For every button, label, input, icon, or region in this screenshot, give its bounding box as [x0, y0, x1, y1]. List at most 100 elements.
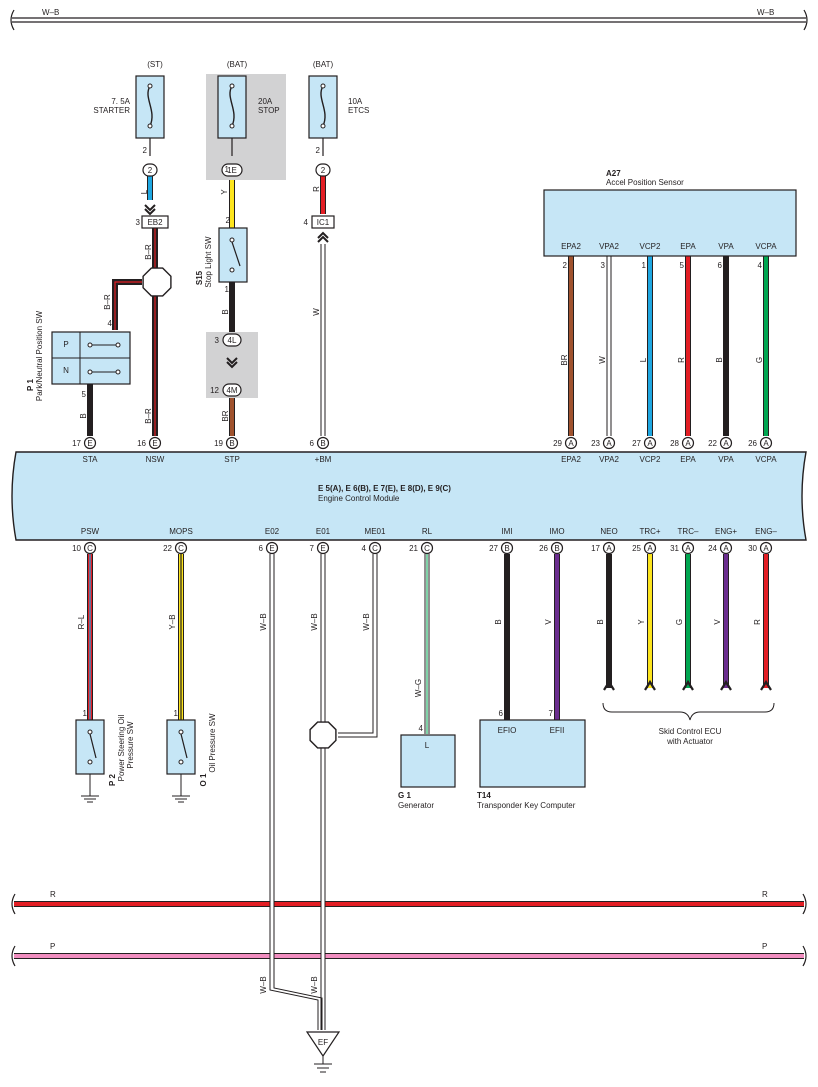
pin-number: 12 — [210, 386, 219, 395]
connector-IC1 — [311, 215, 335, 229]
wire-color-label: B — [79, 413, 88, 418]
wire-color-label: W–G — [414, 679, 423, 697]
ecm-bottom-pin — [602, 541, 616, 555]
pin-number: 16 — [137, 439, 146, 448]
pin-connector-letter: C — [178, 544, 184, 553]
pin-number: 2 — [316, 146, 321, 155]
bus-label: R — [762, 890, 768, 899]
pin-connector-letter: A — [685, 544, 691, 553]
ecm-top-pin — [83, 436, 97, 450]
pin-connector-letter: A — [568, 439, 574, 448]
pin-connector-letter: A — [723, 439, 729, 448]
fuse-name: ETCS — [348, 106, 369, 115]
ecm-bottom-pin — [174, 541, 188, 555]
pin-number: 4 — [419, 724, 424, 733]
pin-number: 5 — [680, 261, 685, 270]
wire-crossover — [270, 898, 274, 910]
pin-connector-letter: C — [87, 544, 93, 553]
ecm-bottom-pin — [719, 541, 733, 555]
ecm-top-pin — [643, 436, 657, 450]
wire-color-label: L — [639, 357, 648, 362]
ecm-top-pin — [602, 436, 616, 450]
pin-number: 6 — [310, 439, 315, 448]
pin-number: 10 — [72, 544, 81, 553]
ecm-top-pin — [681, 436, 695, 450]
bus-break-left — [10, 9, 15, 31]
wire-color-label: R — [677, 357, 686, 363]
wire-color-label: R — [312, 186, 321, 192]
ecm-terminal-label: VPA — [718, 455, 734, 464]
wire-crossover — [321, 950, 325, 962]
wire-stripe — [114, 281, 142, 330]
ecm-bottom-pin — [550, 541, 564, 555]
pin-number: 24 — [708, 544, 717, 553]
ecm-terminal-label: NSW — [146, 455, 165, 464]
component-name: Oil Pressure SW — [208, 713, 217, 773]
bus-break-right — [802, 893, 807, 915]
ecm-bottom-pin — [83, 541, 97, 555]
pin-connector-letter: A — [606, 544, 612, 553]
fuse-name: STOP — [258, 106, 280, 115]
pin-number: 27 — [632, 439, 641, 448]
pin-connector-letter: E — [152, 439, 157, 448]
fuse-terminal — [147, 83, 153, 89]
fuse-terminal — [229, 83, 235, 89]
wire-color-label: BR — [221, 410, 230, 421]
wire-color-label: W–B — [259, 613, 268, 630]
wire-color-label: R–L — [77, 614, 86, 629]
ecm-terminal-label: IMI — [501, 527, 512, 536]
pin-number: 1 — [174, 709, 179, 718]
ecm-terminal-label: +BM — [315, 455, 332, 464]
connector-label: 4L — [228, 336, 237, 345]
ecm-top-pin — [719, 436, 733, 450]
ecm-terminal-label: PSW — [81, 527, 100, 536]
wire-color-label: W–B — [362, 613, 371, 630]
sensor-terminal-label: EPA — [680, 242, 696, 251]
pin-number: 17 — [591, 544, 600, 553]
transponder-key-computer — [479, 719, 586, 788]
component-code: A27 — [606, 169, 621, 178]
oil-pressure-switch — [166, 719, 196, 775]
wire-me01-edge — [338, 554, 378, 738]
bus-label-top-right: W–B — [757, 8, 774, 17]
pin-connector-letter: E — [269, 544, 274, 553]
wire-color-label: B–R — [144, 408, 153, 424]
connector-chevron-icon — [226, 357, 238, 365]
component-name: with Actuator — [666, 737, 713, 746]
pin-number: 26 — [539, 544, 548, 553]
wire-e02-edge — [269, 554, 319, 1030]
connector-label: EB2 — [147, 218, 163, 227]
connector-chevron-icon — [144, 204, 156, 212]
ecm-terminal-label: E02 — [265, 527, 280, 536]
component-name: Transponder Key Computer — [477, 801, 576, 810]
generator-terminal: L — [425, 741, 430, 750]
ecm-bottom-pin — [265, 541, 279, 555]
pin-connector-letter: C — [372, 544, 378, 553]
fuse-rating: 7. 5A — [111, 97, 130, 106]
transponder-terminal: EFII — [550, 726, 565, 735]
fuse-terminal — [229, 123, 235, 129]
fuse-element-icon — [229, 85, 235, 127]
pin-connector-letter: A — [723, 544, 729, 553]
bus-break-left — [11, 893, 16, 915]
wire-me01-edge — [338, 554, 374, 734]
ecm-bottom-pin — [368, 541, 382, 555]
connector-chevron-icon — [226, 361, 238, 369]
pin-connector-letter: A — [606, 439, 612, 448]
connector-2-etcs — [315, 163, 331, 177]
sensor-terminal-label: VCP2 — [640, 242, 661, 251]
ecm-bottom-pin — [681, 541, 695, 555]
ecm-terminal-label: ME01 — [365, 527, 386, 536]
ecm-codes: E 5(A), E 6(B), E 7(E), E 8(D), E 9(C) — [318, 484, 451, 493]
pin-number: 28 — [670, 439, 679, 448]
wire-color-label: B — [596, 619, 605, 624]
ecm-terminal-label: MOPS — [169, 527, 193, 536]
ecm-terminal-label: VCP2 — [640, 455, 661, 464]
connector-chevron-icon — [144, 208, 156, 216]
junction-icon — [309, 721, 337, 749]
fuse-terminal — [320, 83, 326, 89]
component-name: Power Steering Oil — [117, 714, 126, 781]
connector-label: 2 — [148, 166, 153, 175]
pin-connector-letter: E — [320, 544, 325, 553]
connector-chevron-icon — [317, 235, 329, 243]
